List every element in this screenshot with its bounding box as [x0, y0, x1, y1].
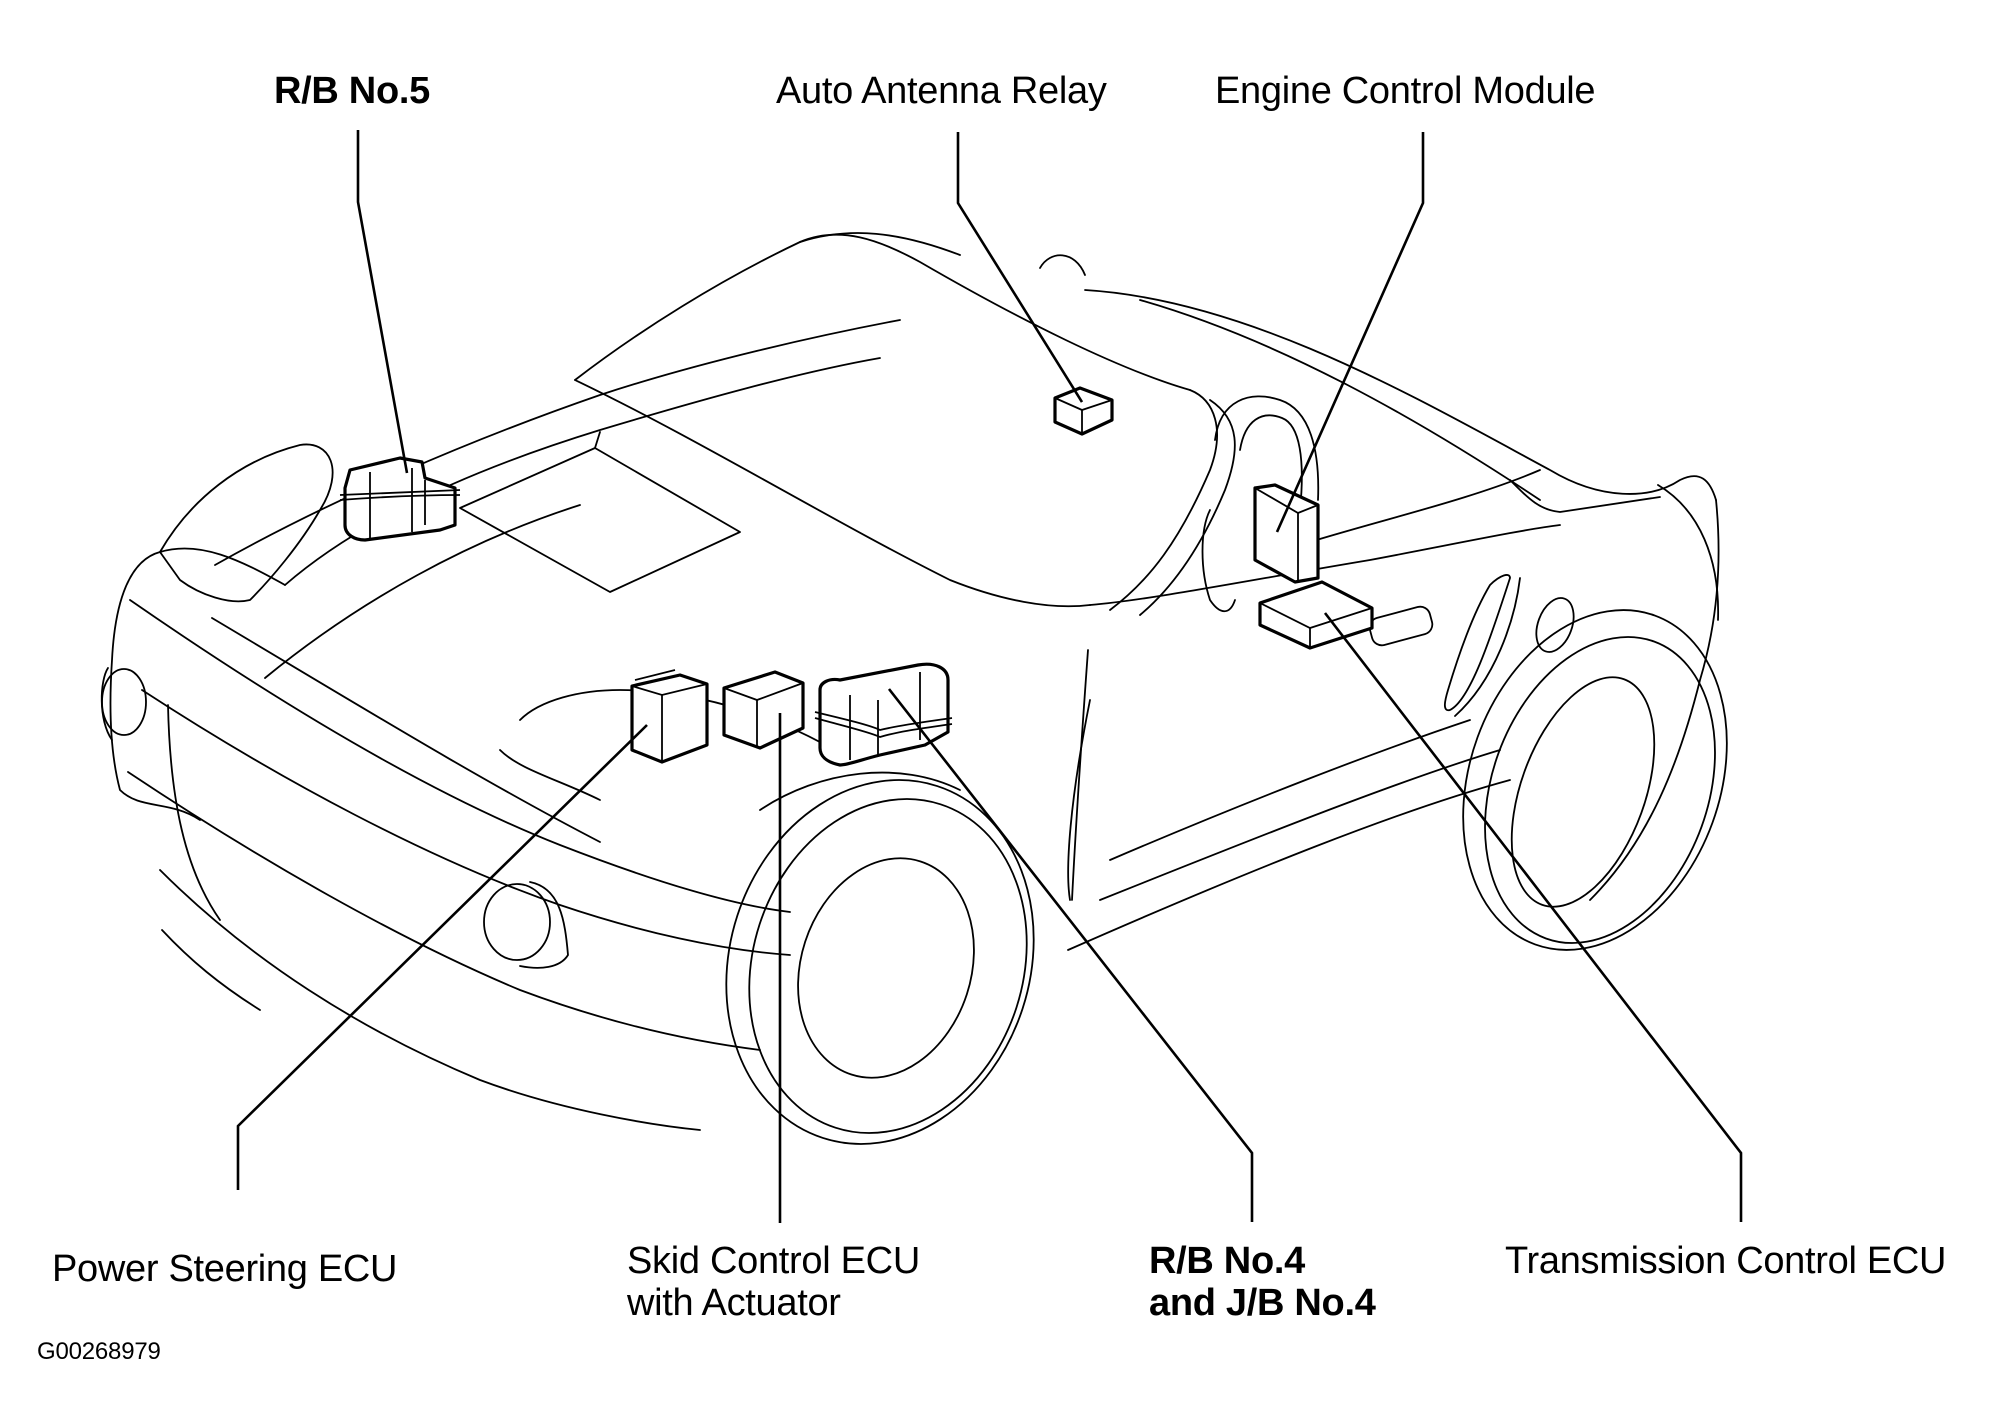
rb-no5-box: [339, 456, 461, 542]
label-rb-no5: R/B No.5: [274, 70, 430, 112]
label-skid-control-ecu-line2: with Actuator: [627, 1282, 841, 1324]
label-transmission-control-ecu-line1: Transmission Control ECU: [1505, 1240, 1947, 1282]
label-rb-no4-jb-no4: R/B No.4 and J/B No.4: [1149, 1240, 1376, 1324]
figure-id: G00268979: [37, 1338, 161, 1365]
engine-control-module-box: [1253, 483, 1320, 584]
leader-power-steering: [236, 724, 648, 1190]
label-skid-control-ecu-line1: Skid Control ECU: [627, 1240, 920, 1282]
label-rb-no4-line2: and J/B No.4: [1149, 1282, 1376, 1324]
label-skid-control-ecu: Skid Control ECU with Actuator: [627, 1240, 920, 1324]
leader-antenna-relay: [956, 132, 1084, 403]
rear-wheel: [1462, 609, 1728, 951]
rb-no4-jb-no4-box: [814, 662, 953, 767]
auto-antenna-relay-box: [1053, 386, 1114, 436]
label-rb-no5-line1: R/B No.5: [274, 70, 430, 112]
power-steering-ecu-box: [630, 669, 709, 764]
label-power-steering-ecu: Power Steering ECU: [52, 1248, 398, 1290]
label-rb-no4-line1: R/B No.4: [1149, 1240, 1305, 1282]
label-auto-antenna-relay-line1: Auto Antenna Relay: [776, 70, 1107, 112]
label-auto-antenna-relay: Auto Antenna Relay: [776, 70, 1107, 112]
label-transmission-control-ecu: Transmission Control ECU: [1505, 1240, 1946, 1282]
transmission-control-ecu-box: [1258, 580, 1374, 650]
leader-tcm: [1323, 612, 1743, 1222]
leader-rb4: [887, 688, 1254, 1222]
label-engine-control-module-line1: Engine Control Module: [1215, 70, 1596, 112]
leader-ecm: [1275, 132, 1425, 533]
label-power-steering-ecu-line1: Power Steering ECU: [52, 1248, 398, 1290]
skid-control-ecu-box: [722, 670, 805, 750]
label-engine-control-module: Engine Control Module: [1215, 70, 1596, 112]
leader-rb5: [356, 130, 409, 474]
front-wheel: [725, 771, 1035, 1145]
leader-lines: [236, 130, 1743, 1223]
